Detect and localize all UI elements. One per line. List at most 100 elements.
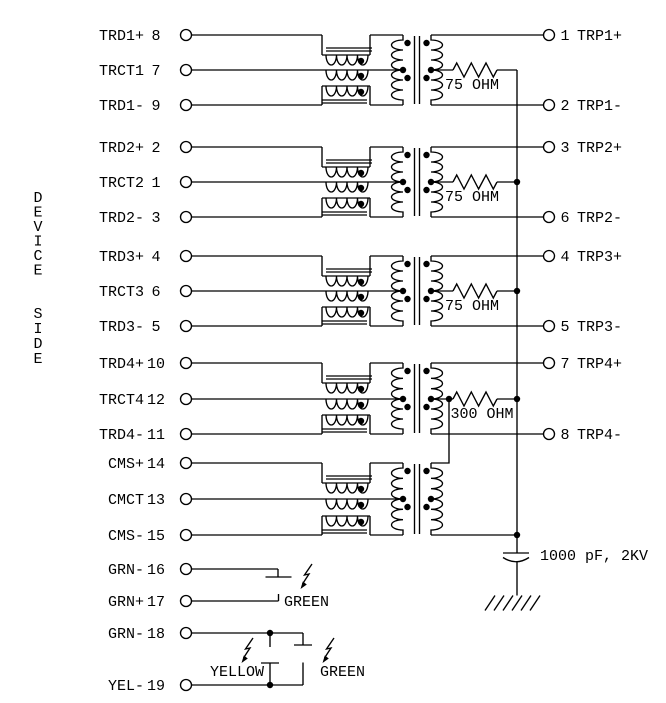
line-pin-label: TRP3- bbox=[577, 319, 622, 336]
led-light-arrow-icon bbox=[242, 637, 254, 659]
resistor-zigzag bbox=[452, 282, 498, 300]
device-pin-number: 17 bbox=[147, 594, 165, 611]
ground-hatch bbox=[511, 595, 523, 611]
polarity-dot bbox=[423, 74, 430, 82]
device-pin-label: CMCT bbox=[108, 492, 144, 509]
polarity-dot bbox=[423, 403, 430, 411]
line-pin-circle-3 bbox=[542, 140, 556, 154]
channel-1 bbox=[191, 34, 544, 106]
device-pin-label: GRN- bbox=[108, 562, 144, 579]
device-pin-circle-6 bbox=[179, 284, 193, 298]
device-pin-circle-11 bbox=[179, 427, 193, 441]
capacitor: 1000 pF, 2KV bbox=[502, 548, 648, 596]
ground-hatch bbox=[502, 595, 514, 611]
termination-resistor-4: 300 OHM bbox=[450, 390, 514, 423]
resistor-zigzag bbox=[452, 173, 498, 191]
polarity-dot bbox=[404, 260, 411, 268]
ground-icon bbox=[484, 595, 541, 611]
device-pin-label: TRD1- bbox=[99, 98, 144, 115]
device-side-letter: I bbox=[33, 234, 42, 251]
device-pin-number: 2 bbox=[151, 140, 160, 157]
polarity-dot bbox=[404, 74, 411, 82]
device-pin-number: 13 bbox=[147, 492, 165, 509]
polarity-dot bbox=[404, 295, 411, 303]
line-pin-number: 4 bbox=[560, 249, 569, 266]
polarity-dot bbox=[357, 57, 365, 65]
device-side-letter: E bbox=[33, 351, 42, 368]
primary-center-tap-dot bbox=[399, 66, 407, 74]
diode-triangle bbox=[269, 578, 288, 595]
device-pin-label: CMS- bbox=[108, 528, 144, 545]
device-side-letter: C bbox=[33, 248, 42, 265]
device-pin-circle-8 bbox=[179, 28, 193, 42]
device-pin-label: TRD3+ bbox=[99, 249, 144, 266]
line-pin-label: TRP1+ bbox=[577, 28, 622, 45]
led-color-label: GREEN bbox=[320, 664, 365, 681]
device-pin-circle-12 bbox=[179, 392, 193, 406]
device-pin-label: TRCT1 bbox=[99, 63, 144, 80]
polarity-dot bbox=[357, 278, 365, 286]
device-pin-number: 8 bbox=[151, 28, 160, 45]
transformer-4 bbox=[390, 363, 444, 434]
device-pin-number: 10 bbox=[147, 356, 165, 373]
line-pin-label: TRP2- bbox=[577, 210, 622, 227]
device-pin-circle-4 bbox=[179, 249, 193, 263]
polarity-dot bbox=[404, 367, 411, 375]
primary-center-tap-dot bbox=[399, 395, 407, 403]
line-pin-number: 6 bbox=[560, 210, 569, 227]
polarity-dot bbox=[404, 403, 411, 411]
device-pin-number: 15 bbox=[147, 528, 165, 545]
channel-2 bbox=[191, 146, 544, 218]
polarity-dot bbox=[357, 385, 365, 393]
device-pin-label: TRD2+ bbox=[99, 140, 144, 157]
device-pin-label: CMS+ bbox=[108, 456, 144, 473]
polarity-dot bbox=[423, 503, 430, 511]
ground-hatch bbox=[520, 595, 532, 611]
led-light-arrow-icon bbox=[323, 637, 335, 659]
primary-center-tap-dot bbox=[399, 178, 407, 186]
line-pin-number: 2 bbox=[560, 98, 569, 115]
line-pin-number: 5 bbox=[560, 319, 569, 336]
device-side-letter: D bbox=[33, 190, 42, 207]
polarity-dot bbox=[357, 88, 365, 96]
device-pin-circle-17 bbox=[179, 594, 193, 608]
primary-center-tap-dot bbox=[399, 495, 407, 503]
device-pin-circle-10 bbox=[179, 356, 193, 370]
device-pin-circle-9 bbox=[179, 98, 193, 112]
secondary-center-tap-dot bbox=[427, 495, 435, 503]
line-pin-circle-4 bbox=[542, 249, 556, 263]
device-pin-number: 3 bbox=[151, 210, 160, 227]
device-pin-circle-14 bbox=[179, 456, 193, 470]
line-pin-circle-5 bbox=[542, 319, 556, 333]
resistor-value-label: 75 OHM bbox=[445, 189, 499, 206]
device-pin-circle-7 bbox=[179, 63, 193, 77]
polarity-dot bbox=[357, 485, 365, 493]
led-color-label: GREEN bbox=[284, 594, 329, 611]
device-pin-number: 19 bbox=[147, 678, 165, 695]
common-mode-choke-3 bbox=[321, 256, 372, 326]
channel-5 bbox=[191, 462, 521, 539]
device-pin-circle-13 bbox=[179, 492, 193, 506]
device-pin-number: 7 bbox=[151, 63, 160, 80]
device-pin-label: GRN- bbox=[108, 626, 144, 643]
primary-center-tap-dot bbox=[399, 287, 407, 295]
device-pin-label: TRD4- bbox=[99, 427, 144, 444]
transformer-3 bbox=[390, 256, 444, 326]
polarity-dot bbox=[423, 367, 430, 375]
resistor-value-label: 75 OHM bbox=[445, 298, 499, 315]
device-side-letter: E bbox=[33, 263, 42, 280]
transformer-5 bbox=[390, 463, 444, 535]
device-side-letter: V bbox=[33, 219, 42, 236]
device-pin-number: 14 bbox=[147, 456, 165, 473]
transformer-1 bbox=[390, 35, 444, 105]
resistor-zigzag bbox=[452, 390, 498, 408]
polarity-dot bbox=[423, 151, 430, 159]
led-arrowhead bbox=[322, 655, 329, 663]
polarity-dot bbox=[357, 518, 365, 526]
common-mode-choke-5 bbox=[321, 463, 372, 535]
capacitor-value-label: 1000 pF, 2KV bbox=[540, 548, 648, 565]
device-pin-label: TRCT4 bbox=[99, 392, 144, 409]
